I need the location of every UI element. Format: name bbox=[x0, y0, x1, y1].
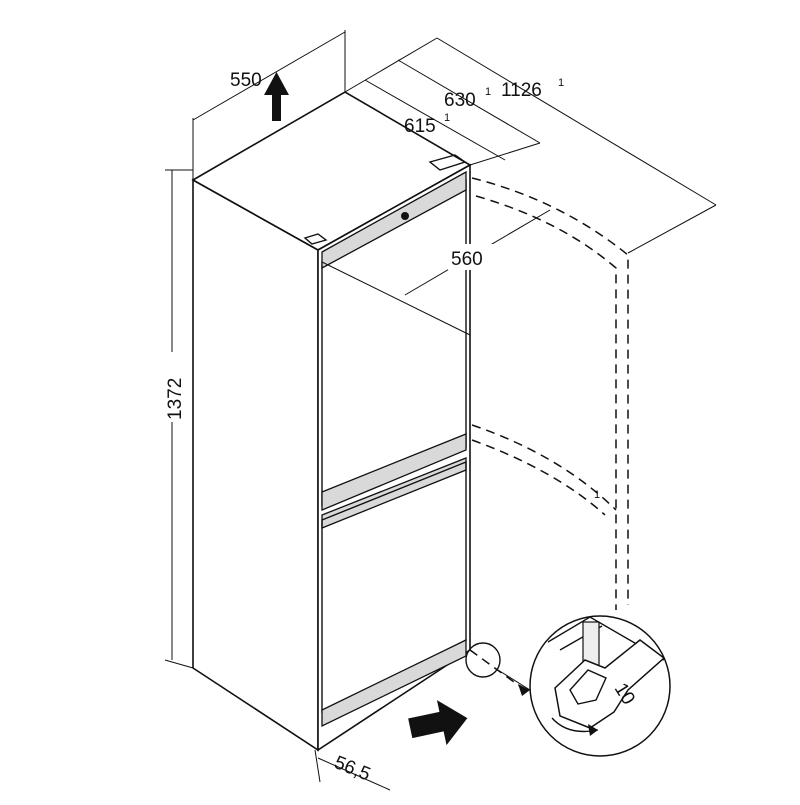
depth-door-open-sup: 1 bbox=[558, 77, 564, 89]
open-door-upper-inner bbox=[475, 195, 617, 610]
depth-sup: 1 bbox=[444, 112, 450, 124]
detail-marker: 1 bbox=[594, 489, 600, 501]
foot-detail-leader bbox=[497, 669, 531, 691]
open-door-mid-inner bbox=[471, 439, 606, 516]
middle-door-handle-upper bbox=[321, 433, 467, 511]
wrench-icon bbox=[554, 639, 666, 729]
depth-ext-top bbox=[344, 37, 438, 93]
width-label: 550 bbox=[230, 70, 262, 91]
foot-ext-left bbox=[314, 749, 321, 783]
foot-detail-marker bbox=[465, 642, 501, 678]
right-arrow-icon bbox=[408, 700, 468, 746]
foot-dim-line bbox=[317, 757, 391, 791]
depth-ext-front bbox=[469, 142, 541, 166]
door-open-ext bbox=[627, 204, 717, 254]
foot-offset-label: 56,5 bbox=[331, 752, 373, 785]
wrench-detail: 10 bbox=[529, 615, 671, 757]
height-label-bg bbox=[160, 352, 186, 422]
rotate-arrow-head bbox=[588, 724, 598, 736]
depth-door-open-dim-line bbox=[436, 37, 717, 206]
door-width-label-bg bbox=[448, 244, 496, 270]
depth-dim-line bbox=[364, 79, 506, 161]
depth-door-open-label: 1126 bbox=[501, 80, 542, 101]
depth-handle-sup: 1 bbox=[485, 86, 491, 98]
open-door-mid-outline bbox=[471, 424, 617, 511]
height-label: 1372 bbox=[165, 378, 186, 420]
depth-handle-dim-line bbox=[397, 59, 541, 144]
width-dim-line bbox=[192, 31, 346, 121]
height-ext-bottom bbox=[164, 659, 194, 669]
wrench-jaw bbox=[569, 669, 607, 705]
top-control-knob bbox=[401, 212, 409, 220]
up-arrow-icon bbox=[264, 72, 289, 121]
open-door-upper-outline bbox=[471, 177, 629, 605]
door-width-label: 560 bbox=[451, 249, 483, 270]
foot-detail-leader-arrow bbox=[518, 684, 530, 696]
door-width-ext bbox=[321, 261, 471, 336]
upper-door-handle bbox=[321, 170, 467, 270]
depth-label: 615 bbox=[404, 116, 436, 137]
depth-handle-label: 630 bbox=[444, 90, 476, 111]
fridge-side-panel bbox=[192, 178, 319, 752]
top-hinge bbox=[428, 154, 467, 171]
top-left-hinge bbox=[303, 233, 328, 245]
